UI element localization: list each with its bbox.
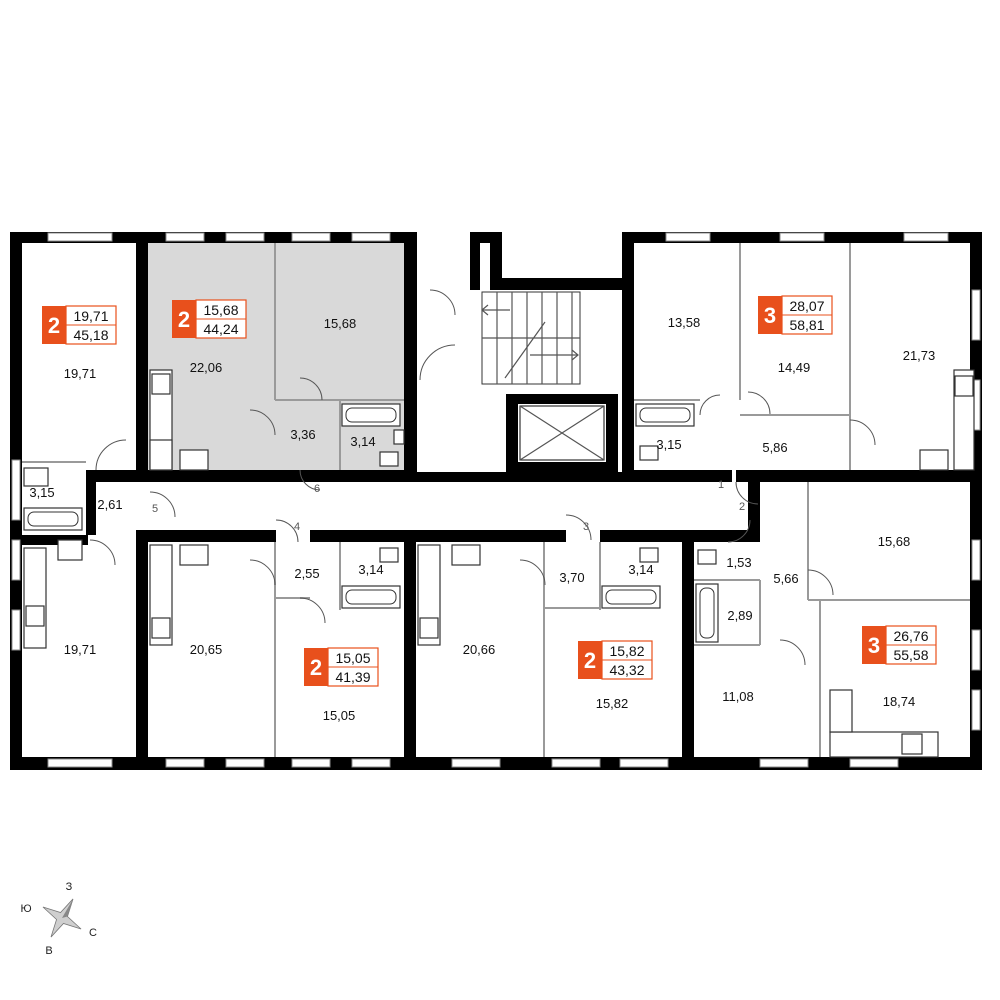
room-area: 2,61 [97,497,122,512]
apartment-badge[interactable]: 3 28,07 58,81 [758,295,833,335]
compass-label-right: С [89,927,97,939]
room-area: 14,49 [778,360,811,375]
apartment-badge[interactable]: 2 15,82 43,32 [578,640,653,680]
room-area: 11,08 [722,689,754,704]
compass-label-top: З [66,881,73,893]
door-number: 3 [583,521,589,533]
badge-room-count: 3 [764,303,776,328]
compass: З Ю С В [20,881,97,957]
room-area: 15,82 [596,696,629,711]
badge-room-count: 2 [584,648,596,673]
room-area: 1,53 [726,555,751,570]
compass-label-bottom: В [45,945,52,957]
room-area: 5,66 [773,571,798,586]
door-number: 2 [739,501,745,513]
badge-living-area: 19,71 [73,308,108,324]
door-numbers: 5 6 4 3 1 2 [152,479,745,533]
badge-living-area: 15,82 [609,643,644,659]
room-area: 15,05 [323,708,356,723]
badge-total-area: 43,32 [609,662,644,678]
door-number: 6 [314,483,320,495]
badge-room-count: 2 [178,307,190,332]
partitions [22,243,970,757]
badge-living-area: 15,68 [203,302,238,318]
bathroom-fixtures [23,403,719,643]
room-area: 3,14 [350,434,375,449]
badge-room-count: 2 [48,313,60,338]
windows [11,232,981,768]
room-area: 20,66 [463,642,496,657]
badge-total-area: 58,81 [789,317,824,333]
badge-total-area: 45,18 [73,327,108,343]
badge-room-count: 3 [868,633,880,658]
kitchen-fixtures [23,369,975,758]
room-area: 19,71 [64,642,97,657]
room-area: 15,68 [324,316,357,331]
room-area: 18,74 [883,694,916,709]
badge-living-area: 28,07 [789,298,824,314]
door-number: 1 [718,479,724,491]
door-number: 4 [294,521,300,533]
door-number: 5 [152,503,158,515]
compass-label-left: Ю [20,903,31,915]
badge-total-area: 41,39 [335,669,370,685]
room-area: 15,68 [878,534,911,549]
room-area: 3,14 [628,562,653,577]
apartment-badge[interactable]: 2 19,71 45,18 [42,305,117,345]
room-area: 20,65 [190,642,223,657]
room-area: 21,73 [903,348,936,363]
room-area: 3,15 [29,485,54,500]
badge-living-area: 15,05 [335,650,370,666]
room-area: 3,36 [290,427,315,442]
staircase [481,291,581,385]
room-area: 2,89 [727,608,752,623]
room-area: 3,15 [656,437,681,452]
apartment-badge[interactable]: 2 15,05 41,39 [304,647,379,687]
badge-total-area: 44,24 [203,321,238,337]
badge-room-count: 2 [310,655,322,680]
room-area: 2,55 [294,566,319,581]
elevator [519,405,605,461]
room-area: 3,14 [358,562,383,577]
badge-total-area: 55,58 [893,647,928,663]
room-area: 5,86 [762,440,787,455]
compass-star-icon [42,898,82,938]
room-area: 19,71 [64,366,97,381]
badge-living-area: 26,76 [893,628,928,644]
apartment-badge[interactable]: 2 15,68 44,24 [172,299,247,339]
door-arcs [89,289,876,666]
room-area: 13,58 [668,315,701,330]
room-area: 3,70 [559,570,584,585]
apartment-badge[interactable]: 3 26,76 55,58 [862,625,937,665]
room-area-labels: 19,71 22,06 15,68 3,36 3,14 13,58 14,49 … [29,315,935,723]
room-area: 22,06 [190,360,223,375]
